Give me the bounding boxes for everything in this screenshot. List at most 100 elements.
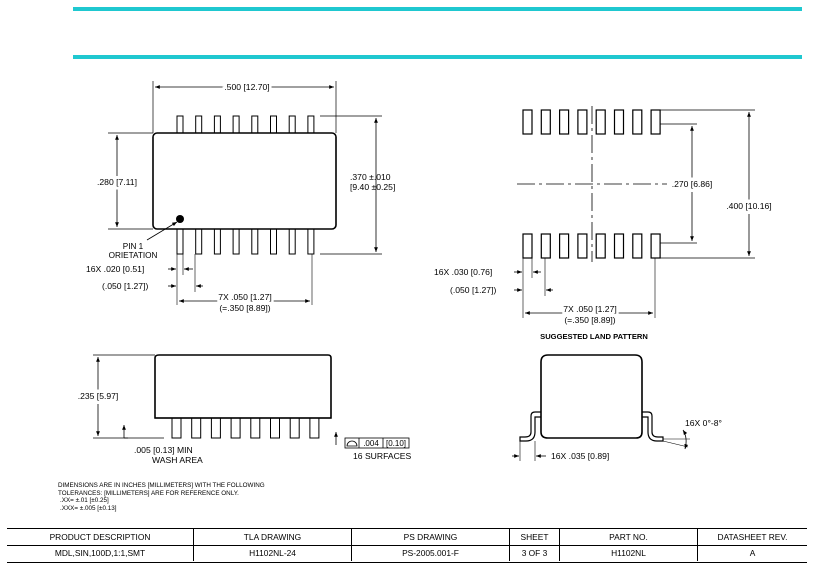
land-overall-label: .400 [10.16]	[726, 201, 771, 211]
pitch-span-label-1: 7X .050 [1.27]	[218, 292, 272, 302]
value-part-no: H1102NL	[559, 545, 697, 561]
land-pad	[558, 109, 570, 135]
bottom-lead	[232, 228, 240, 255]
land-pad	[577, 109, 588, 135]
side-lead	[191, 417, 202, 439]
top-lead	[176, 115, 184, 134]
package-body	[152, 132, 337, 230]
pitch-span-label-2: (=.350 [8.89])	[219, 303, 270, 313]
value-ps-drawing: PS-2005.001-F	[351, 545, 509, 561]
top-leads-upper	[176, 115, 315, 134]
pin1-leader	[146, 221, 178, 241]
side-leads	[171, 417, 320, 439]
land-pad	[522, 109, 533, 135]
header-sheet: SHEET	[509, 529, 559, 545]
land-pad	[632, 233, 643, 259]
end-view	[512, 354, 690, 461]
lead-length-label: 16X .035 [0.89]	[551, 451, 609, 461]
top-lead	[251, 115, 259, 134]
bottom-lead	[270, 228, 277, 255]
top-lead	[307, 115, 315, 134]
bottom-lead	[307, 228, 315, 255]
side-lead	[289, 417, 300, 439]
land-pad	[540, 233, 551, 259]
land-center-label: .270 [6.86]	[672, 179, 713, 189]
side-body	[154, 354, 332, 419]
title-block: PRODUCT DESCRIPTION TLA DRAWING PS DRAWI…	[7, 528, 807, 563]
top-lead	[288, 115, 296, 134]
end-body	[540, 354, 643, 439]
top-overall-label-1: .370 ±.010	[350, 172, 391, 182]
header-accent-line-bottom	[73, 55, 802, 59]
note-line: DIMENSIONS ARE IN INCHES [MILLIMETERS] W…	[58, 482, 265, 489]
end-lead-left	[519, 411, 541, 442]
land-pads-upper	[522, 109, 661, 135]
top-height-label: .280 [7.11]	[97, 177, 137, 187]
title-block-value-row: MDL,SIN,100D,1:1,SMT H1102NL-24 PS-2005.…	[7, 545, 807, 561]
side-height-label: .235 [5.97]	[78, 391, 119, 401]
pin1-dot	[176, 215, 184, 223]
pin1-label-2: ORIETATION	[109, 251, 158, 260]
note-line: .XX= ±.01 [±0.25]	[60, 497, 109, 505]
land-pad	[595, 109, 606, 135]
note-line: TOLERANCES: [MILLIMETERS] ARE FOR REFERE…	[58, 489, 239, 497]
side-lead	[230, 417, 241, 439]
value-datasheet-rev: A	[697, 545, 807, 561]
tolerance-notes: DIMENSIONS ARE IN INCHES [MILLIMETERS] W…	[58, 482, 265, 512]
land-pad	[650, 109, 661, 135]
end-lead-right	[642, 411, 664, 442]
land-pad	[613, 109, 625, 135]
bottom-lead	[195, 228, 203, 255]
side-lead	[250, 417, 261, 439]
coplanarity-frame	[344, 437, 410, 449]
bottom-lead	[251, 228, 259, 255]
value-tla-drawing: H1102NL-24	[193, 545, 351, 561]
bottom-lead	[176, 228, 184, 255]
pad-width-label: 16X .030 [0.76]	[434, 267, 492, 277]
land-pad	[577, 233, 588, 259]
header-accent-line-top	[73, 7, 802, 11]
top-view	[108, 81, 382, 305]
profile-surface-symbol	[346, 440, 358, 447]
land-pad	[540, 109, 551, 135]
bottom-lead	[288, 228, 296, 255]
pin1-label-1: PIN 1	[123, 242, 144, 251]
land-pattern-caption: SUGGESTED LAND PATTERN	[540, 332, 648, 341]
side-lead	[270, 417, 280, 439]
top-overall-label-2: [9.40 ±0.25]	[350, 182, 395, 192]
bottom-lead	[213, 228, 221, 255]
lead-pitch-ref-label: (.050 [1.27])	[102, 281, 148, 291]
top-lead	[270, 115, 277, 134]
surfaces-label: 16 SURFACES	[353, 451, 412, 461]
header-ps-drawing: PS DRAWING	[351, 529, 509, 545]
header-datasheet-rev: DATASHEET REV.	[697, 529, 807, 545]
side-lead	[309, 417, 320, 439]
land-pad	[558, 233, 570, 259]
top-lead	[232, 115, 240, 134]
side-lead	[171, 417, 182, 439]
top-lead	[213, 115, 221, 134]
wash-label-1: .005 [0.13] MIN	[134, 445, 193, 455]
top-width-label: .500 [12.70]	[224, 82, 269, 92]
value-product-description: MDL,SIN,100D,1:1,SMT	[54, 548, 146, 558]
title-block-header-row: PRODUCT DESCRIPTION TLA DRAWING PS DRAWI…	[7, 529, 807, 546]
land-pad	[650, 233, 661, 259]
land-pads-lower	[522, 233, 661, 259]
land-pitch-label-1: 7X .050 [1.27]	[563, 304, 617, 314]
coplanarity-metric: [0.10]	[386, 439, 406, 448]
coplanarity-value: .004	[363, 439, 379, 448]
lead-width-label: 16X .020 [0.51]	[86, 264, 144, 274]
land-pad	[632, 109, 643, 135]
top-lead	[195, 115, 203, 134]
note-line: .XXX= ±.005 [±0.13]	[60, 504, 117, 512]
header-product-description: PRODUCT DESCRIPTION	[49, 532, 151, 542]
lead-angle-label: 16X 0°-8°	[685, 418, 722, 428]
land-pitch-label-2: (=.350 [8.89])	[564, 315, 615, 325]
lead-angle-arc	[682, 429, 689, 450]
side-lead	[210, 417, 221, 439]
land-pad	[595, 233, 606, 259]
top-leads-lower	[176, 228, 315, 255]
value-sheet: 3 OF 3	[509, 545, 559, 561]
land-pattern-view	[514, 106, 755, 318]
